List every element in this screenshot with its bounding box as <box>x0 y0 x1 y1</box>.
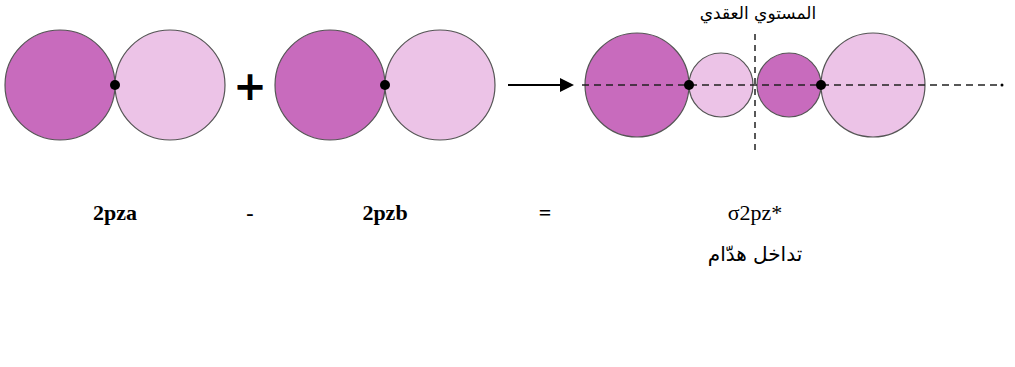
plus-sign: + <box>233 62 267 110</box>
nodal-plane <box>754 34 756 150</box>
orbital-name: 2pza <box>93 200 137 226</box>
orbital-name: 2pzb <box>362 200 407 226</box>
reaction-arrow <box>508 78 574 92</box>
interference-label: تداخل هدّام <box>708 242 802 266</box>
sigma-star-orbital <box>582 33 1004 137</box>
p-orbital-a <box>5 30 225 140</box>
molecular-orbital-name: σ2pz* <box>728 200 783 226</box>
nodal-plane-label: المستوي العقدي <box>697 3 819 23</box>
p-orbital-b <box>275 30 495 140</box>
equals-sign: = <box>539 200 552 226</box>
minus-sign: - <box>246 200 253 226</box>
